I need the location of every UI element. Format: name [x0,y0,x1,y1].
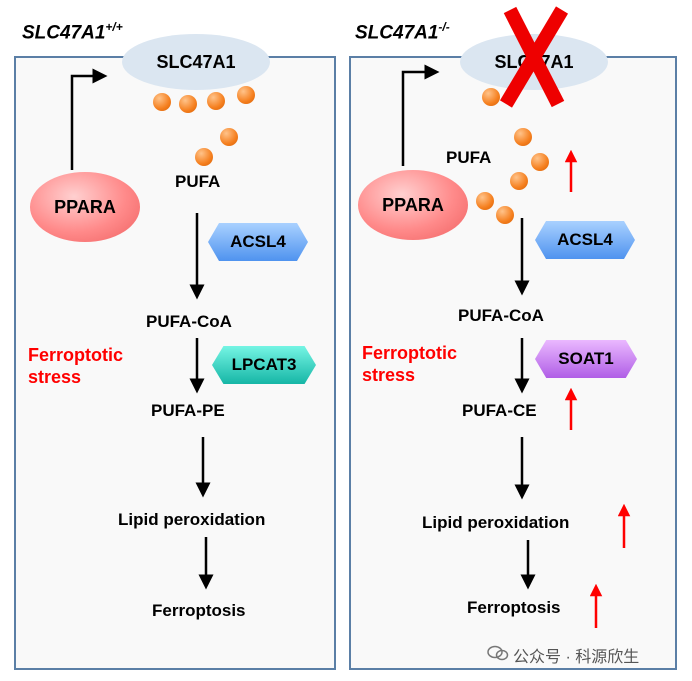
left-lpcat3-label: LPCAT3 [231,355,297,374]
left-ppara-activation-arrow [70,68,108,170]
right-pufa-ce-label: PUFA-CE [462,401,537,420]
right-ppara-label: PPARA [382,194,444,215]
right-pufa-label: PUFA [446,148,492,167]
left-genotype-sup: +/+ [105,20,123,34]
left-lpcat3-enzyme: LPCAT3 [212,346,316,384]
left-slc47a1-label: SLC47A1 [156,51,236,72]
right-genotype-label: SLC47A1-/- [355,20,450,44]
right-ferroptosis-label: Ferroptosis [467,598,561,617]
right-soat1-label: SOAT1 [558,349,614,368]
right-acsl4-enzyme: ACSL4 [535,221,635,259]
right-ferroptotic-stress-label: Ferroptotic stress [362,342,457,386]
left-pufa-dot [237,86,255,104]
watermark-text: 公众号 · 科源欣生 [513,649,640,666]
left-pufa-coa-label: PUFA-CoA [146,312,232,331]
right-pufa-coa-label: PUFA-CoA [458,306,544,325]
left-acsl4-label: ACSL4 [230,232,286,251]
left-pufa-label: PUFA [175,172,221,191]
right-genotype-text: SLC47A1 [355,22,439,44]
wechat-icon [487,645,509,661]
right-acsl4-label: ACSL4 [557,230,613,249]
left-ppara-label: PPARA [54,196,116,217]
right-pufa-dot [496,206,514,224]
right-lipid-peroxidation-label: Lipid peroxidation [422,513,570,532]
right-pufa-dot [482,88,500,106]
right-genotype-sup: -/- [438,20,450,34]
left-pufa-dot [207,92,225,110]
right-pufa-dot [476,192,494,210]
left-pufa-dot [195,148,213,166]
left-ppara-node: PPARA [30,172,140,242]
left-slc47a1-transporter: SLC47A1 [122,34,270,90]
right-pufa-dot [531,153,549,171]
left-pufa-pe-label: PUFA-PE [151,401,225,420]
right-ppara-node: PPARA [358,170,468,240]
left-pufa-dot [153,93,171,111]
right-stress-line1: Ferroptotic [362,343,458,363]
left-lipid-peroxidation-label: Lipid peroxidation [118,510,266,529]
left-stress-line1: Ferroptotic [28,345,124,365]
right-soat1-enzyme: SOAT1 [535,340,637,378]
left-pufa-dot [179,95,197,113]
left-pufa-dot [220,128,238,146]
right-pufa-dot [514,128,532,146]
left-stress-line2: stress [28,367,82,387]
left-genotype-label: SLC47A1+/+ [22,20,123,44]
left-genotype-text: SLC47A1 [22,22,106,44]
right-ppara-activation-arrow [401,64,440,166]
left-acsl4-enzyme: ACSL4 [208,223,308,261]
knockout-cross-icon [499,6,569,108]
left-ferroptosis-label: Ferroptosis [152,601,246,620]
right-stress-line2: stress [362,365,416,385]
left-ferroptotic-stress-label: Ferroptotic stress [28,344,123,388]
right-pufa-dot [510,172,528,190]
